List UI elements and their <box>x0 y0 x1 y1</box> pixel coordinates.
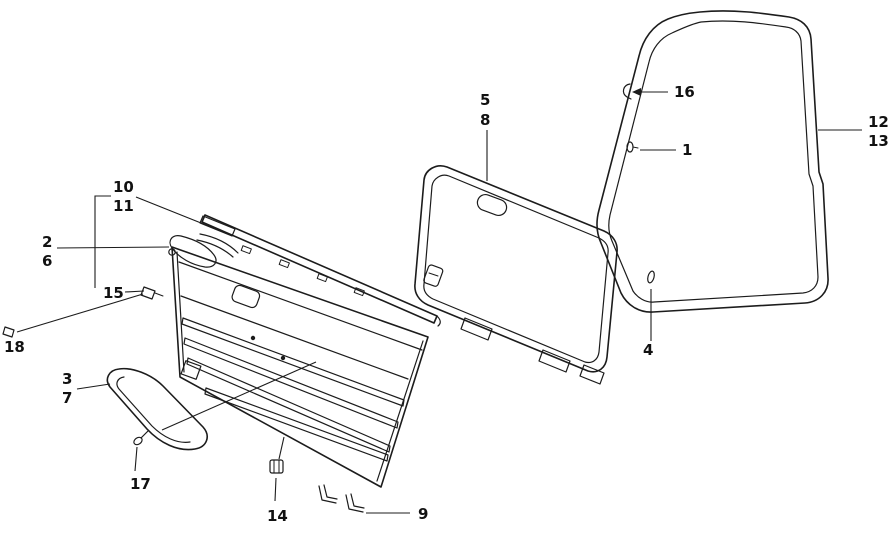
molding-strip-end-hook <box>436 315 441 327</box>
leader-17 <box>134 446 138 472</box>
grommet-4 <box>647 270 655 284</box>
callout-16: 16 <box>674 83 695 101</box>
callout-6: 6 <box>42 252 52 270</box>
callout-12: 12 <box>868 113 889 131</box>
armrest-mount-line <box>161 361 317 431</box>
pleat-strip-4 <box>204 387 389 462</box>
molding-clip-3 <box>316 273 328 283</box>
pull-handle-curve-lower <box>196 239 234 258</box>
pin-1 <box>626 141 639 153</box>
leader-16 <box>632 88 668 96</box>
molding-clip-1 <box>240 245 252 255</box>
leader-15 <box>124 290 145 293</box>
leader-3-7 <box>76 383 111 390</box>
callout-10: 10 <box>113 178 134 196</box>
arrowhead-16 <box>632 88 641 96</box>
callout-17: 17 <box>130 475 151 493</box>
callout-8: 8 <box>480 111 490 129</box>
callout-labels: 10 11 2 6 15 18 3 7 17 14 9 5 8 16 1 12 … <box>4 83 889 525</box>
callout-7: 7 <box>62 389 72 407</box>
callout-5: 5 <box>480 91 490 109</box>
clip-9b <box>345 493 365 513</box>
armrest-outline <box>106 367 208 451</box>
shield-tab-2 <box>538 349 571 373</box>
molding-strip-outline <box>201 214 438 324</box>
leader-10-11 <box>135 196 227 234</box>
armrest <box>106 367 208 451</box>
mounting-hole-dot-2 <box>280 355 286 361</box>
leader-14 <box>274 477 277 502</box>
shield-tab-3 <box>579 364 605 385</box>
leader-lines <box>16 88 862 514</box>
callout-13: 13 <box>868 132 889 150</box>
callout-3: 3 <box>62 370 72 388</box>
trim-panel-outline <box>171 246 429 488</box>
clip-16 <box>622 83 632 100</box>
leader-18 <box>16 293 144 333</box>
callout-2: 2 <box>42 233 52 251</box>
pleat-strip-3 <box>186 357 391 453</box>
panel-corner-pocket <box>180 360 202 380</box>
molding-clip-2 <box>278 259 290 269</box>
pleat-strip-1 <box>181 317 405 407</box>
trim-panel-mid-line <box>180 295 409 380</box>
callout-1: 1 <box>682 141 692 159</box>
shield-outer-outline <box>414 165 618 373</box>
weatherstrip-outer-outline <box>596 10 829 313</box>
shield-inner-outline <box>423 174 609 364</box>
leader-2-6 <box>56 246 170 249</box>
screw-17 <box>133 430 149 446</box>
trim-panel-top-section-line <box>178 261 423 351</box>
shield-slot-cutout <box>476 194 508 216</box>
pull-bracket-hatched-body <box>169 235 217 268</box>
clip-14 <box>269 436 285 474</box>
clip-18 <box>2 326 15 338</box>
fasteners <box>2 83 655 513</box>
clip-9a <box>318 484 338 504</box>
pull-handle-curve-upper <box>199 233 239 254</box>
weatherstrip-inner-outline <box>608 20 819 303</box>
callout-14: 14 <box>267 507 288 525</box>
molding-clip-4 <box>353 287 365 297</box>
pleat-strip-2 <box>183 337 399 429</box>
pull-bracket-knob <box>168 248 176 256</box>
trim-molding-strip <box>199 214 441 327</box>
armrest-inner-line <box>116 376 191 443</box>
mounting-hole-dot-1 <box>250 335 256 341</box>
trim-panel-left-inner-line <box>176 251 185 373</box>
callout-9: 9 <box>418 505 428 523</box>
callout-bracket-line <box>94 195 111 288</box>
door-weatherstrip <box>596 10 829 313</box>
door-pull-bracket <box>168 233 239 268</box>
callout-4: 4 <box>643 341 653 359</box>
shield-tab-1 <box>460 317 493 341</box>
molding-strip-hatch-end <box>199 215 236 237</box>
callout-11: 11 <box>113 197 134 215</box>
inner-shield-panel <box>414 165 618 385</box>
callout-18: 18 <box>4 338 25 356</box>
trim-panel-right-inner-line <box>376 340 424 482</box>
door-handle-cutout <box>231 284 261 309</box>
callout-15: 15 <box>103 284 124 302</box>
door-trim-panel <box>161 246 429 488</box>
clip-15 <box>140 286 164 300</box>
shield-clip-bracket <box>423 264 444 287</box>
